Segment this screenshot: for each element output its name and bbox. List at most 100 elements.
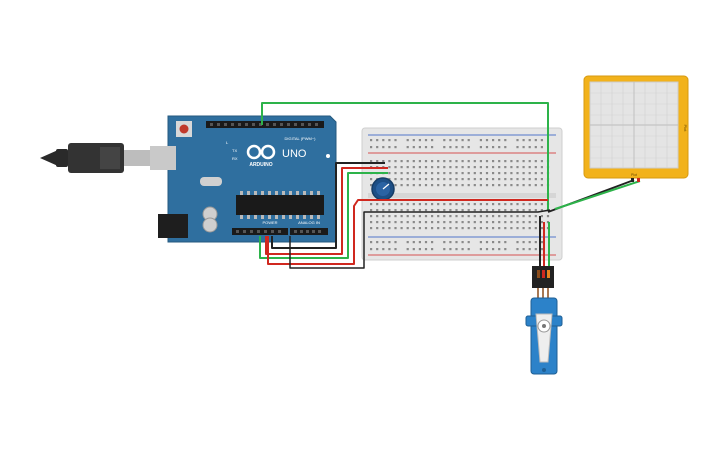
breadboard-hole[interactable]	[485, 160, 489, 163]
wire-red-bus[interactable]	[267, 199, 548, 265]
breadboard-hole[interactable]	[467, 203, 470, 206]
breadboard-hole[interactable]	[418, 184, 421, 187]
breadboard-hole[interactable]	[455, 166, 458, 169]
breadboard-hole[interactable]	[394, 227, 397, 230]
breadboard-hole[interactable]	[504, 139, 507, 142]
breadboard-hole[interactable]	[504, 209, 507, 212]
breadboard-hole[interactable]	[492, 139, 495, 142]
breadboard-hole[interactable]	[437, 227, 440, 230]
breadboard-hole[interactable]	[534, 139, 537, 142]
breadboard-hole[interactable]	[443, 241, 446, 244]
breadboard-hole[interactable]	[492, 221, 495, 224]
breadboard-hole[interactable]	[394, 184, 397, 187]
breadboard-hole[interactable]	[400, 166, 403, 169]
breadboard-hole[interactable]	[394, 139, 397, 142]
breadboard-hole[interactable]	[382, 160, 385, 163]
breadboard-hole[interactable]	[504, 178, 507, 181]
breadboard-hole[interactable]	[498, 139, 501, 142]
breadboard-hole[interactable]	[534, 203, 537, 206]
breadboard-hole[interactable]	[485, 227, 489, 230]
breadboard-hole[interactable]	[431, 172, 434, 175]
breadboard-hole[interactable]	[467, 166, 470, 169]
breadboard-hole[interactable]	[388, 139, 391, 142]
breadboard-hole[interactable]	[473, 209, 476, 212]
breadboard-hole[interactable]	[528, 241, 531, 244]
breadboard-hole[interactable]	[522, 209, 525, 212]
breadboard-hole[interactable]	[449, 146, 452, 149]
breadboard-hole[interactable]	[504, 248, 507, 251]
breadboard-hole[interactable]	[406, 221, 409, 224]
breadboard-hole[interactable]	[473, 215, 476, 218]
breadboard-hole[interactable]	[437, 166, 440, 169]
breadboard-hole[interactable]	[412, 160, 415, 163]
breadboard-hole[interactable]	[510, 215, 513, 218]
breadboard-hole[interactable]	[412, 146, 415, 149]
breadboard-hole[interactable]	[376, 215, 379, 218]
breadboard-hole[interactable]	[461, 215, 464, 218]
potentiometer[interactable]	[371, 177, 395, 201]
breadboard-hole[interactable]	[516, 215, 519, 218]
breadboard-hole[interactable]	[388, 215, 391, 218]
breadboard-hole[interactable]	[370, 209, 373, 212]
breadboard-hole[interactable]	[406, 248, 409, 251]
breadboard-hole[interactable]	[412, 241, 415, 244]
breadboard-hole[interactable]	[516, 172, 519, 175]
breadboard-hole[interactable]	[498, 178, 501, 181]
breadboard-hole[interactable]	[461, 203, 464, 206]
breadboard-hole[interactable]	[431, 139, 434, 142]
breadboard-hole[interactable]	[449, 209, 452, 212]
breadboard-hole[interactable]	[522, 139, 525, 142]
breadboard-hole[interactable]	[455, 139, 458, 142]
breadboard-hole[interactable]	[370, 215, 373, 218]
breadboard-hole[interactable]	[437, 178, 440, 181]
breadboard-hole[interactable]	[467, 227, 470, 230]
breadboard-hole[interactable]	[406, 166, 409, 169]
breadboard-hole[interactable]	[412, 139, 415, 142]
breadboard-hole[interactable]	[400, 215, 403, 218]
breadboard-hole[interactable]	[449, 221, 452, 224]
plotter-pin-positive[interactable]	[637, 178, 640, 182]
breadboard-hole[interactable]	[443, 139, 446, 142]
breadboard-hole[interactable]	[540, 241, 543, 244]
breadboard-hole[interactable]	[376, 209, 379, 212]
breadboard-hole[interactable]	[492, 248, 495, 251]
breadboard-hole[interactable]	[522, 172, 525, 175]
breadboard-hole[interactable]	[528, 184, 531, 187]
breadboard-hole[interactable]	[485, 172, 489, 175]
breadboard-hole[interactable]	[479, 227, 482, 230]
breadboard-hole[interactable]	[473, 184, 476, 187]
breadboard-hole[interactable]	[510, 184, 513, 187]
breadboard-hole[interactable]	[498, 241, 501, 244]
breadboard-hole[interactable]	[479, 215, 482, 218]
breadboard-hole[interactable]	[498, 146, 501, 149]
breadboard-hole[interactable]	[504, 184, 507, 187]
breadboard-hole[interactable]	[540, 215, 543, 218]
breadboard-hole[interactable]	[431, 184, 434, 187]
breadboard-hole[interactable]	[485, 146, 489, 149]
breadboard-hole[interactable]	[455, 209, 458, 212]
breadboard-hole[interactable]	[485, 166, 489, 169]
breadboard-hole[interactable]	[492, 160, 495, 163]
breadboard-hole[interactable]	[406, 215, 409, 218]
breadboard-hole[interactable]	[382, 146, 385, 149]
breadboard-hole[interactable]	[516, 178, 519, 181]
breadboard-hole[interactable]	[528, 139, 531, 142]
breadboard-hole[interactable]	[449, 184, 452, 187]
breadboard-hole[interactable]	[492, 227, 495, 230]
breadboard-hole[interactable]	[485, 241, 489, 244]
breadboard-hole[interactable]	[540, 146, 543, 149]
breadboard-hole[interactable]	[528, 178, 531, 181]
breadboard-hole[interactable]	[394, 160, 397, 163]
breadboard-hole[interactable]	[461, 241, 464, 244]
breadboard-hole[interactable]	[473, 178, 476, 181]
breadboard-hole[interactable]	[388, 178, 391, 181]
breadboard-hole[interactable]	[424, 241, 428, 244]
breadboard-hole[interactable]	[424, 227, 428, 230]
breadboard-hole[interactable]	[388, 221, 391, 224]
breadboard-hole[interactable]	[534, 227, 537, 230]
breadboard-hole[interactable]	[424, 172, 428, 175]
breadboard-hole[interactable]	[443, 166, 446, 169]
breadboard-hole[interactable]	[504, 227, 507, 230]
breadboard-hole[interactable]	[370, 227, 373, 230]
breadboard-hole[interactable]	[534, 241, 537, 244]
